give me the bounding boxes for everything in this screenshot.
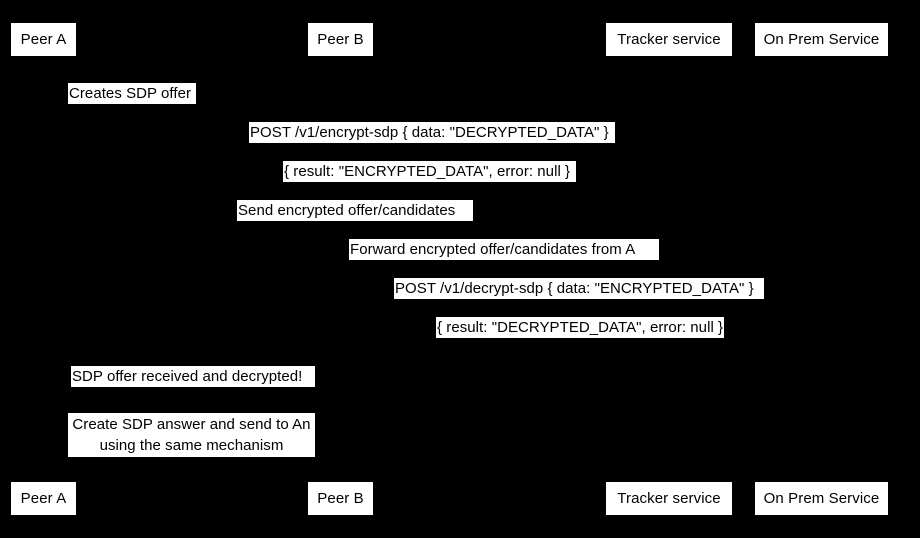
- message-label-sdp-offer-received: SDP offer received and decrypted!: [71, 366, 315, 387]
- participant-label: Tracker service: [617, 31, 721, 48]
- message-text: SDP offer received and decrypted!: [72, 368, 303, 385]
- message-text: { result: "DECRYPTED_DATA", error: null …: [437, 319, 724, 336]
- participant-label: On Prem Service: [763, 31, 880, 48]
- lifeline-on-prem-service: [821, 57, 822, 481]
- message-text: Send encrypted offer/candidates: [238, 202, 456, 219]
- message-label-forward-encrypted-offer: Forward encrypted offer/candidates from …: [349, 239, 659, 260]
- participant-label: Peer A: [20, 490, 67, 507]
- message-text: Creates SDP offer: [69, 85, 192, 102]
- message-arrow-sdp-offer-received: [340, 384, 430, 385]
- participant-label: Tracker service: [617, 490, 721, 507]
- participant-label: Peer A: [20, 31, 67, 48]
- message-text-line-1: Create SDP answer and send to An: [72, 416, 311, 433]
- participant-peer-a-top[interactable]: Peer A: [10, 22, 77, 57]
- message-label-create-sdp-answer: Create SDP answer and send to An using t…: [68, 413, 315, 457]
- participant-peer-b-bottom[interactable]: Peer B: [307, 481, 374, 516]
- participant-label: Peer B: [317, 490, 364, 507]
- message-label-post-encrypt-sdp: POST /v1/encrypt-sdp { data: "DECRYPTED_…: [249, 122, 615, 143]
- message-text: { result: "ENCRYPTED_DATA", error: null …: [284, 163, 571, 180]
- message-label-send-encrypted-offer: Send encrypted offer/candidates: [237, 200, 473, 221]
- message-text-line-2: using the same mechanism: [99, 437, 284, 454]
- lifeline-peer-b: [340, 57, 341, 481]
- message-text: POST /v1/decrypt-sdp { data: "ENCRYPTED_…: [395, 280, 754, 297]
- message-label-decrypt-sdp-result: { result: "DECRYPTED_DATA", error: null …: [436, 317, 724, 338]
- participant-label: Peer B: [317, 31, 364, 48]
- participant-on-prem-service-bottom[interactable]: On Prem Service: [754, 481, 889, 516]
- lifeline-peer-a: [43, 57, 44, 481]
- participant-peer-b-top[interactable]: Peer B: [307, 22, 374, 57]
- message-text: POST /v1/encrypt-sdp { data: "DECRYPTED_…: [250, 124, 609, 141]
- participant-peer-a-bottom[interactable]: Peer A: [10, 481, 77, 516]
- participant-on-prem-service-top[interactable]: On Prem Service: [754, 22, 889, 57]
- message-label-encrypt-sdp-result: { result: "ENCRYPTED_DATA", error: null …: [283, 161, 576, 182]
- message-label-post-decrypt-sdp: POST /v1/decrypt-sdp { data: "ENCRYPTED_…: [394, 278, 764, 299]
- participant-tracker-service-top[interactable]: Tracker service: [605, 22, 733, 57]
- message-label-creates-sdp-offer: Creates SDP offer: [68, 83, 196, 104]
- message-text: Forward encrypted offer/candidates from …: [350, 241, 636, 258]
- lifeline-tracker-service: [669, 57, 670, 481]
- message-arrow-create-sdp-answer: [43, 458, 340, 459]
- participant-tracker-service-bottom[interactable]: Tracker service: [605, 481, 733, 516]
- participant-label: On Prem Service: [763, 490, 880, 507]
